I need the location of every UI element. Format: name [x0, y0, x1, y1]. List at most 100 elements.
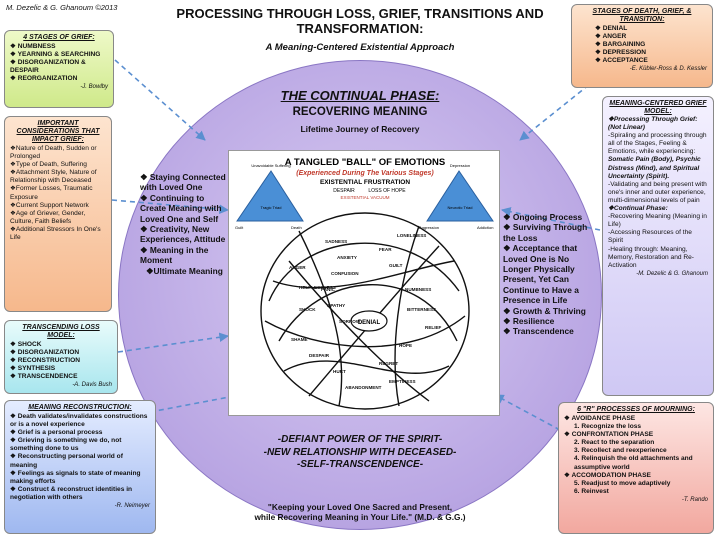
emotion-label: REGRET	[379, 361, 398, 366]
quote-line: "Keeping your Loved One Sacred and Prese…	[267, 502, 453, 512]
six-r-box: 6 "R" PROCESSES OF MOURNING: ❖ AVOIDANCE…	[558, 402, 714, 534]
emotion-label: DESPAIR	[309, 353, 330, 358]
list-item: ❖ TRANSCENDENCE	[10, 373, 78, 381]
tangled-line2a: DESPAIR	[333, 188, 355, 194]
list-item: ❖ Acceptance that Loved One is No Longer…	[503, 243, 579, 306]
tangled-ball-panel: A TANGLED "BALL" OF EMOTIONS (Experience…	[228, 150, 500, 416]
transcending-box: TRANSCENDING LOSS MODEL: ❖ SHOCK ❖ DISOR…	[4, 320, 118, 394]
list-item: ❖ Staying Connected with Loved One	[140, 172, 226, 193]
considerations-box: IMPORTANT CONSIDERATIONS THAT IMPACT GRI…	[4, 116, 112, 312]
list-item: ❖Nature of Death, Sudden or Prolonged	[10, 145, 97, 161]
meaning-model-title: MEANING-CENTERED GRIEF MODEL:	[609, 100, 707, 115]
emotion-label: LONELINESS	[397, 233, 426, 238]
defiant-line: -NEW RELATIONSHIP WITH DECEASED-	[263, 446, 457, 458]
meaning-model-line: Somatic Pain (Body), Psychic Distress (M…	[608, 156, 701, 180]
arrow-meaning-model	[501, 207, 601, 231]
main-subtitle: A Meaning-Centered Existential Approach	[265, 42, 455, 53]
tri-left-top: Unavoidable Suffering	[251, 163, 290, 168]
arrow-transcending	[117, 332, 229, 353]
emotion-label: NUMBNESS	[405, 287, 431, 292]
emotion-label: ANGER	[289, 265, 306, 270]
closing-quote: "Keeping your Loved One Sacred and Prese…	[190, 502, 530, 522]
center-word: DENIAL	[358, 320, 381, 326]
tangled-line3: EXISTENTIAL VACUUM	[340, 195, 389, 200]
tri-right-mid: Neurotic Triad	[448, 205, 473, 210]
meaning-model-line: -Validating and being present with one's…	[608, 180, 707, 204]
list-item: ❖ Ongoing Process	[503, 212, 583, 222]
list-item: ❖ ANGER	[595, 33, 627, 41]
tri-left-guilt: Guilt	[235, 225, 244, 230]
meaning-model-line: -Recovering Meaning (Meaning in Life)	[608, 213, 707, 229]
tangled-line1: EXISTENTIAL FRUSTRATION	[320, 179, 410, 186]
list-item: 2. React to the separation	[574, 439, 655, 447]
credit-text: M. Dezelic & G. Ghanoum ©2013	[6, 3, 118, 12]
tri-right-add: Addiction	[477, 225, 493, 230]
tri-left-death: Death	[291, 225, 302, 230]
meaning-model-heading: ❖Processing Through Grief: (Not Linear)	[608, 116, 698, 132]
list-item: ❖ Reconstructing personal world of meani…	[10, 453, 123, 469]
neurotic-triad-triangle	[426, 170, 494, 222]
four-stages-author: -J. Bowlby	[80, 84, 108, 91]
left-list: ❖ Staying Connected with Loved One ❖ Con…	[140, 172, 226, 276]
recovering-meaning-title: RECOVERING MEANING	[292, 106, 428, 118]
list-item: ❖ Creativity, New Experiences, Attitude	[140, 224, 226, 245]
considerations-title: IMPORTANT CONSIDERATIONS THAT IMPACT GRI…	[16, 120, 100, 143]
list-item: ❖ AVOIDANCE PHASE	[564, 415, 636, 422]
emotion-label: EMPTINESS	[389, 379, 416, 384]
transcending-title: TRANSCENDING LOSS MODEL:	[22, 324, 100, 339]
list-item: ❖Additional Stressors In One's Life	[10, 225, 101, 242]
list-item: ❖ Growth & Thriving	[503, 305, 586, 316]
meaning-model-line: -Healing through: Meaning, Memory, Resto…	[608, 245, 694, 269]
emotion-label: SADNESS	[325, 239, 347, 244]
emotion-label: RELIEF	[425, 325, 442, 330]
stages-death-title: STAGES OF DEATH, GRIEF, & TRANSITION:	[592, 8, 692, 23]
defiant-line: -DEFIANT POWER OF THE SPIRIT-	[277, 434, 443, 445]
list-item: ❖ Grief is a personal process	[10, 429, 103, 437]
emotion-label: APATHY	[327, 303, 345, 308]
emotion-label: HOPE	[399, 343, 412, 348]
meaning-model-line: -Accessing Resources of the Spirit	[608, 229, 692, 245]
quote-line: while Recovering Meaning in Your Life." …	[254, 512, 466, 522]
list-item: 6. Reinvest	[574, 487, 609, 495]
list-item: ❖ Resilience	[503, 316, 555, 327]
arrow-rando	[494, 394, 561, 431]
reconstruction-title: MEANING RECONSTRUCTION:	[28, 404, 132, 411]
tangled-ball-illustration: A TANGLED "BALL" OF EMOTIONS (Experience…	[235, 157, 494, 410]
tri-right-top: Depression	[450, 163, 470, 168]
list-item: ❖Current Support Network	[10, 201, 89, 209]
six-r-author: -T. Rando	[681, 496, 708, 503]
tangled-subtitle: (Experienced During The Various Stages)	[296, 170, 434, 177]
list-item: ❖ NUMBNESS	[10, 43, 56, 50]
stages-death-box: STAGES OF DEATH, GRIEF, & TRANSITION: ❖ …	[571, 4, 713, 88]
list-item: ❖ REORGANIZATION	[10, 75, 78, 83]
list-item: ❖ Construct & reconstruct identities in …	[10, 485, 133, 501]
defiant-line: -SELF-TRANSCENDENCE-	[296, 459, 424, 470]
main-title: PROCESSING THROUGH LOSS, GRIEF, TRANSITI…	[176, 6, 544, 36]
six-r-title: 6 "R" PROCESSES OF MOURNING:	[577, 406, 695, 413]
arrow-bowlby	[114, 59, 206, 141]
emotion-label: SHOCK	[299, 307, 316, 312]
emotion-label: HURT	[333, 369, 346, 374]
list-item: ❖ YEARNING & SEARCHING	[10, 51, 101, 59]
emotion-label: HELPLESSNESS	[299, 285, 336, 290]
list-item: ❖ CONFRONTATION PHASE	[564, 431, 654, 439]
denial-node	[350, 310, 388, 332]
list-item: ❖ SHOCK	[10, 341, 42, 348]
meaning-model-author: -M. Dezelic & G. Ghanoum	[636, 270, 708, 277]
emotion-label: SORROW	[339, 319, 361, 324]
list-item: ❖ Transcendence	[503, 326, 574, 337]
list-item: ❖ DISORGANIZATION & DESPAIR	[10, 59, 86, 75]
emotion-label: ANXIETY	[337, 255, 357, 260]
stages-death-author: -E. Kübler-Ross & D. Kessler	[629, 66, 707, 73]
emotion-label: GUILT	[389, 263, 403, 268]
meaning-model-box: MEANING-CENTERED GRIEF MODEL: ❖Processin…	[602, 96, 714, 396]
list-item: ❖ DEPRESSION	[595, 49, 646, 57]
tri-left-mid: Tragic Triad	[261, 205, 282, 210]
list-item: ❖ DISORGANIZATION	[10, 349, 80, 357]
emotion-label: SHAME	[291, 337, 308, 342]
list-item: ❖ BARGAINING	[595, 41, 646, 49]
list-item: ❖ Meaning in the Moment	[140, 244, 209, 266]
emotion-label: ABANDONMENT	[345, 385, 382, 390]
emotion-label: CONFUSION	[331, 271, 359, 276]
list-item: 3. Recollect and reexperience	[574, 447, 667, 455]
